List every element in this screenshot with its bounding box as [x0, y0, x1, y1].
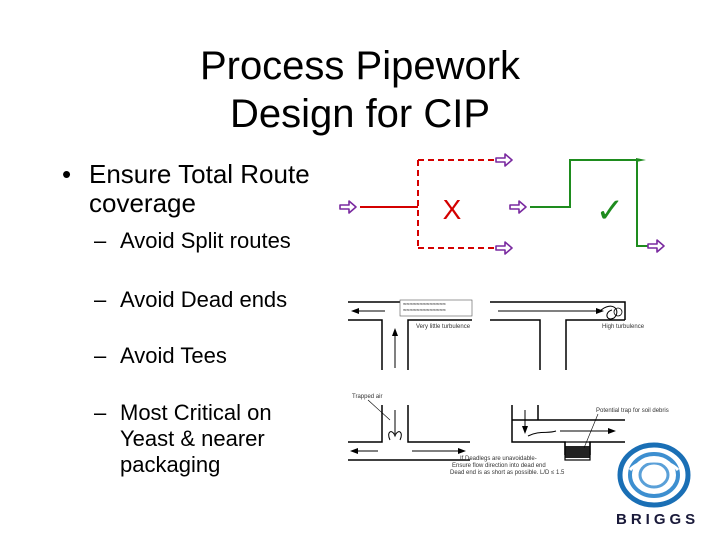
- green-route-arrowhead-icon: [636, 158, 646, 162]
- green-inlet-arrow-icon: [509, 200, 527, 214]
- bullet-marker: •: [62, 159, 72, 189]
- briggs-logo-icon: [617, 442, 691, 508]
- soil-debris: [565, 446, 590, 458]
- deadleg-note-line-3: Dead end is as short as possible. L/D ≤ …: [450, 470, 565, 476]
- sub-bullet-dash: –: [94, 400, 107, 425]
- flow-up-arrow-icon: [392, 328, 398, 336]
- green-series-route: [530, 159, 648, 247]
- tee-flow-right-arrow-icon: [458, 448, 466, 454]
- dead-end-low-turbulence-diagram: ≈≈≈≈≈≈≈≈≈≈≈≈≈ ≈≈≈≈≈≈≈≈≈≈≈≈≈ Very little …: [348, 299, 473, 370]
- title-line-1: Process Pipework: [199, 44, 521, 88]
- lower-outlet-arrow-icon: [495, 241, 513, 255]
- title-line-2: Design for CIP: [229, 92, 491, 136]
- trap-flow-right-arrow-icon: [608, 428, 616, 434]
- split-flow-icon: [388, 431, 402, 441]
- flow-left-arrow-icon: [351, 308, 359, 314]
- sub-bullet-text: Avoid Tees: [120, 343, 227, 368]
- deadleg-note: If Deadlegs are unavoidable- Ensure flow…: [450, 456, 565, 476]
- svg-text:≈≈≈≈≈≈≈≈≈≈≈≈≈: ≈≈≈≈≈≈≈≈≈≈≈≈≈: [403, 302, 447, 308]
- green-outlet-arrow-icon: [647, 239, 665, 253]
- bad-cross-icon: X: [443, 194, 462, 225]
- very-little-turbulence-label: Very little turbulence: [416, 324, 471, 330]
- sub-bullet-text: Avoid Dead ends: [120, 287, 288, 312]
- upper-outlet-arrow-icon: [495, 153, 513, 167]
- svg-text:≈≈≈≈≈≈≈≈≈≈≈≈≈: ≈≈≈≈≈≈≈≈≈≈≈≈≈: [403, 308, 447, 314]
- turbulence-zone: [399, 299, 473, 317]
- trap-flow-down-arrow-icon: [522, 426, 528, 434]
- tee-flow-left-arrow-icon: [350, 448, 358, 454]
- bullet-main-text: Ensure Total Route coverage: [89, 159, 310, 218]
- sub-bullet-text: Most Critical on Yeast & nearer packagin…: [120, 400, 272, 477]
- inlet-arrow-icon: [339, 200, 357, 214]
- potential-trap-label: Potential trap for soil debris: [596, 408, 669, 414]
- tee-trapped-air-diagram: Trapped air: [348, 394, 470, 461]
- sub-bullet-dash: –: [94, 343, 107, 368]
- tee-debris-trap-diagram: Potential trap for soil debris: [511, 405, 669, 461]
- good-check-icon: ✓: [596, 191, 625, 231]
- slide-title: Process Pipework Design for CIP: [80, 42, 640, 138]
- high-turbulence-label: High turbulence: [602, 324, 645, 330]
- briggs-logo-text: BRIGGS: [616, 511, 700, 528]
- deadleg-note-line-2: Ensure flow direction into dead end: [452, 463, 546, 469]
- sub-bullet-dash: –: [94, 228, 107, 253]
- sub-bullet-dash: –: [94, 287, 107, 312]
- dead-end-high-turbulence-diagram: High turbulence: [490, 301, 645, 370]
- split-route-diagram: X: [339, 153, 513, 255]
- trapped-air-label: Trapped air: [352, 394, 382, 400]
- deadleg-note-line-1: If Deadlegs are unavoidable-: [460, 456, 537, 462]
- sub-bullet-text: Avoid Split routes: [120, 228, 291, 253]
- swirl-icon: [599, 305, 618, 320]
- total-route-diagram: ✓: [509, 158, 665, 253]
